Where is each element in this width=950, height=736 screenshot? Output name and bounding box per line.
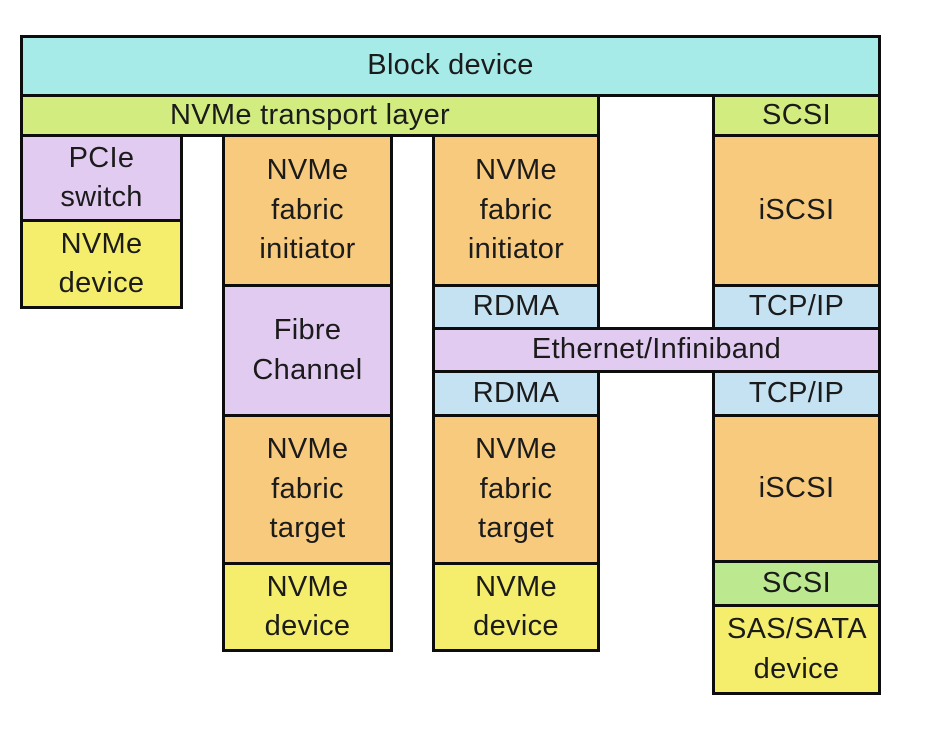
rdma-target-box: RDMA (432, 370, 600, 417)
nvme-fabric-target-rdma-box: NVMe fabric target (432, 414, 600, 565)
nvme-fabric-initiator-fc-box: NVMe fabric initiator (222, 134, 393, 287)
nvme-fabric-target-fc-box: NVMe fabric target (222, 414, 393, 565)
nvme-device-fc-box: NVMe device (222, 562, 393, 652)
pcie-switch-box: PCIe switch (20, 134, 183, 222)
iscsi-target-box: iSCSI (712, 414, 881, 563)
block-device-box: Block device (20, 35, 881, 97)
fibre-channel-box: Fibre Channel (222, 284, 393, 417)
nvme-device-pcie-box: NVMe device (20, 219, 183, 309)
sas-sata-device-box: SAS/SATA device (712, 604, 881, 695)
scsi-target-box: SCSI (712, 560, 881, 607)
nvme-device-rdma-box: NVMe device (432, 562, 600, 652)
ethernet-infiniband-box: Ethernet/Infiniband (432, 327, 881, 373)
tcpip-target-box: TCP/IP (712, 370, 881, 417)
iscsi-initiator-box: iSCSI (712, 134, 881, 287)
nvme-fabric-initiator-rdma-box: NVMe fabric initiator (432, 134, 600, 287)
tcpip-initiator-box: TCP/IP (712, 284, 881, 330)
rdma-initiator-box: RDMA (432, 284, 600, 330)
nvme-transport-layer-box: NVMe transport layer (20, 94, 600, 137)
scsi-initiator-box: SCSI (712, 94, 881, 137)
